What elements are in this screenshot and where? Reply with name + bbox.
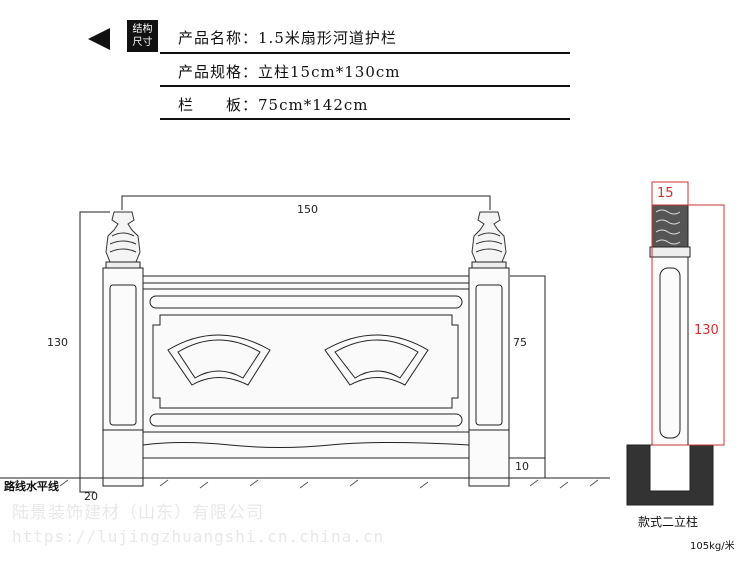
width-dimension-label: 150	[297, 203, 318, 216]
back-arrow-icon[interactable]	[88, 28, 110, 50]
left-fan-motif	[167, 334, 271, 386]
company-watermark: 陆景装饰建材（山东）有限公司	[12, 503, 264, 523]
panel-size-row: 栏 板：75cm*142cm	[178, 94, 368, 115]
height-dimension-line	[79, 211, 110, 493]
side-top-dimension-line	[651, 181, 689, 205]
badge-line-1: 结构	[132, 24, 153, 35]
ground-hatching	[9, 479, 599, 489]
divider-3	[160, 118, 570, 120]
left-post	[102, 267, 144, 487]
side-height-dimension-label: 130	[694, 323, 719, 338]
left-post-inset	[109, 284, 137, 426]
panel-size-value: 75cm*142cm	[258, 96, 369, 114]
structure-size-badge: 结构 尺寸	[127, 20, 158, 52]
product-spec-label: 产品规格：	[178, 63, 259, 81]
product-name-value: 1.5米扇形河道护栏	[258, 29, 397, 47]
railing-panel	[142, 275, 470, 459]
weight-label: 105kg/米	[690, 541, 735, 552]
embed-depth-label: 20	[84, 490, 98, 503]
left-post-finial	[105, 211, 141, 269]
right-post	[468, 267, 510, 487]
url-watermark: https://lujingzhuangshi.cn.china.cn	[12, 527, 385, 546]
panel-dimension-line	[510, 275, 546, 459]
badge-line-2: 尺寸	[132, 37, 153, 48]
post-side-view	[626, 204, 714, 506]
post-style-caption: 款式二立柱	[638, 515, 699, 529]
panel-height-label: 75	[513, 336, 527, 349]
divider-1	[160, 52, 570, 54]
product-name-row: 产品名称：1.5米扇形河道护栏	[178, 27, 397, 48]
product-spec-row: 产品规格：立柱15cm*130cm	[178, 61, 400, 82]
right-post-finial	[471, 211, 507, 269]
panel-size-label: 栏 板：	[178, 96, 259, 114]
side-height-dimension-box	[651, 204, 725, 446]
side-top-dimension-label: 15	[657, 186, 674, 201]
ground-line-label: 路线水平线	[4, 480, 59, 493]
right-post-inset	[475, 284, 503, 426]
height-dimension-label: 130	[47, 336, 68, 349]
divider-2	[160, 85, 570, 87]
product-name-label: 产品名称：	[178, 29, 259, 47]
base-dimension-label: 10	[515, 460, 529, 473]
product-spec-value: 立柱15cm*130cm	[258, 63, 401, 81]
right-fan-motif	[324, 334, 429, 386]
width-dimension-line	[121, 195, 491, 210]
